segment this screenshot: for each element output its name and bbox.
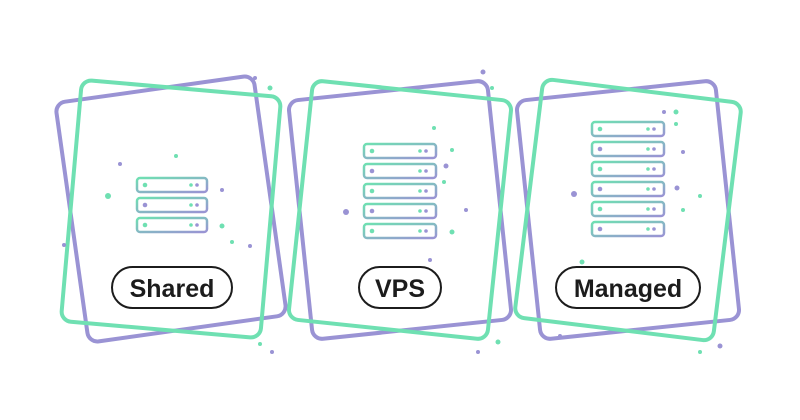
frame-purple [514,79,742,341]
plan-card-vps[interactable]: VPS [286,69,514,355]
server-unit [590,180,666,198]
server-unit [590,120,666,138]
plan-label: Shared [130,275,215,303]
server-unit [590,200,666,218]
server-unit [362,202,438,220]
frame-green [286,79,514,341]
server-unit [362,182,438,200]
server-stack-icon [135,176,209,234]
server-unit [590,160,666,178]
server-stack-icon [590,120,666,238]
frame-purple [286,79,514,341]
server-unit [362,142,438,160]
server-unit [135,176,209,194]
decor-dots [343,69,501,354]
frame-green [59,78,283,340]
plan-label: Managed [574,275,682,303]
decor-dots [558,109,723,354]
server-unit [590,140,666,158]
plan-label-pill[interactable]: VPS [358,266,442,309]
plan-label: VPS [375,275,425,303]
plan-card-shared[interactable]: Shared [54,74,288,354]
plan-card-managed[interactable]: Managed [513,77,743,354]
server-unit [362,162,438,180]
frame-purple [54,74,288,344]
server-stack-icon [362,142,438,240]
plan-label-pill[interactable]: Shared [111,266,233,309]
decor-dots [62,76,274,354]
server-unit [135,196,209,214]
server-unit [135,216,209,234]
server-unit [362,222,438,240]
frame-green [513,77,743,343]
server-unit [590,220,666,238]
plan-label-pill[interactable]: Managed [555,266,701,309]
